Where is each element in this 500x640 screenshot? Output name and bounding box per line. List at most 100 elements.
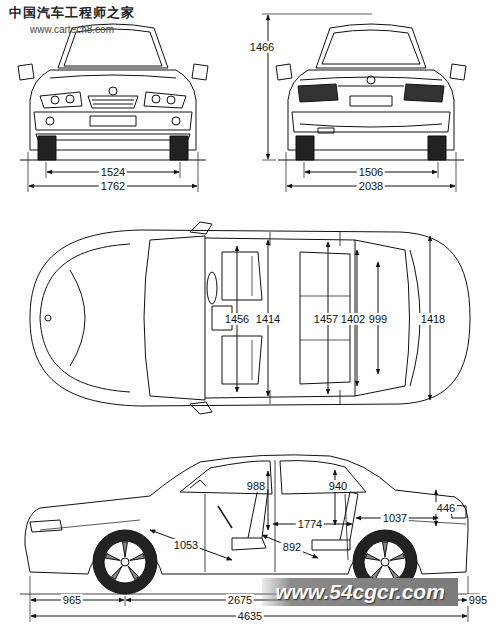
side-view-part [121,558,129,566]
dimension-track: 1506 [357,166,385,178]
side-view-part-part [388,566,399,579]
side-view-part [232,538,266,550]
url-watermark: www.54cgcr.com [273,580,447,603]
side-view [20,455,480,622]
rear-view-part [322,30,420,64]
side-view-part [280,461,366,494]
side-view-part [381,558,389,566]
rear-view-part [262,14,372,160]
side-view-part [262,535,318,558]
top-view [30,222,470,414]
top-view-part [252,256,253,380]
url-watermark: www.cartech8.com [28,24,116,35]
dimension-trunk-length: 1037 [381,512,409,524]
front-view-part [192,64,208,80]
top-view-part [144,236,205,400]
rear-view-part [318,128,334,133]
dimension-headroom: 988 [245,480,267,492]
side-view-part [104,541,146,583]
top-view-part [70,270,85,366]
dimension-trunk-height: 446 [435,502,457,514]
side-view-part-part [130,554,145,561]
dimension-shoulder: 1457 [312,313,340,325]
front-view-part [18,64,34,80]
front-view-part [66,95,74,103]
rear-view-part [278,160,464,161]
dimension-hip: 1414 [254,313,282,325]
front-view-part [40,92,82,108]
rear-view-part [296,136,314,160]
rear-view-part [428,136,446,160]
side-view-part-part [365,554,380,561]
rear-view-part [450,64,466,80]
rear-view-part [367,76,375,84]
front-view-part [90,116,136,126]
rear-view-part [316,24,426,68]
side-view-part [190,480,206,488]
rear-view-part [300,77,442,80]
top-view-part [190,222,212,234]
side-view-part-part [383,542,388,557]
side-view-part [248,488,268,538]
side-view-part [335,470,336,525]
top-view-part [205,238,355,398]
front-view-part [109,87,117,95]
dimension-headroom: 940 [327,480,349,492]
front-view-part [88,96,138,108]
rear-view-part [286,152,456,192]
dimension-trunk: 1418 [419,313,447,325]
rear-view-part [404,84,444,102]
rear-view-part [338,86,404,87]
site-watermark: 中国汽车工程师之家 [7,6,137,20]
dimension-hip: 1402 [339,313,367,325]
side-view-part [150,530,232,560]
front-view-part [167,96,175,104]
side-view-part [312,540,350,550]
dimension-width: 2038 [357,180,385,192]
dimension-width: 1762 [99,180,127,192]
top-view-part [45,315,51,321]
side-view-part-part [128,566,139,579]
dimension-shoulder: 1456 [223,313,251,325]
front-view-part [46,117,54,125]
front-view-part [170,136,188,160]
dimension-overhang: 965 [61,594,83,606]
rear-view-part [268,15,269,159]
front-view-part [36,134,190,140]
front-view [18,24,208,192]
side-view-part-part [390,554,405,561]
top-view-part [40,244,130,392]
side-view-part [93,530,157,594]
side-view-part [364,541,406,583]
rear-view-part [298,84,338,102]
top-view-part [190,402,212,414]
dimension-overhang: 995 [467,594,489,606]
front-view-part [38,136,56,160]
front-view-part [28,152,198,192]
front-view-part [152,95,160,103]
dimension-track: 1524 [99,166,127,178]
front-view-part [172,117,180,125]
dimension-height: 1466 [248,41,276,53]
side-view-part-part [111,566,122,579]
top-view-part [222,336,262,384]
side-view-part [25,455,468,574]
watermark-band [262,578,458,606]
front-view-part [51,96,59,104]
top-view-part [207,272,217,304]
dimension-wheelbase: 2675 [226,594,254,606]
dimension-trunk: 999 [367,313,389,325]
front-view-part [50,75,176,78]
side-view-part [105,542,404,579]
front-view-part [92,100,134,104]
front-view-part [64,29,162,66]
front-view-part [144,92,186,108]
side-view-part [268,471,269,530]
side-view-part [205,460,348,572]
side-view-part [218,506,232,528]
side-view-part [180,461,272,494]
side-view-part-part [123,542,128,557]
side-view-part [340,492,358,540]
